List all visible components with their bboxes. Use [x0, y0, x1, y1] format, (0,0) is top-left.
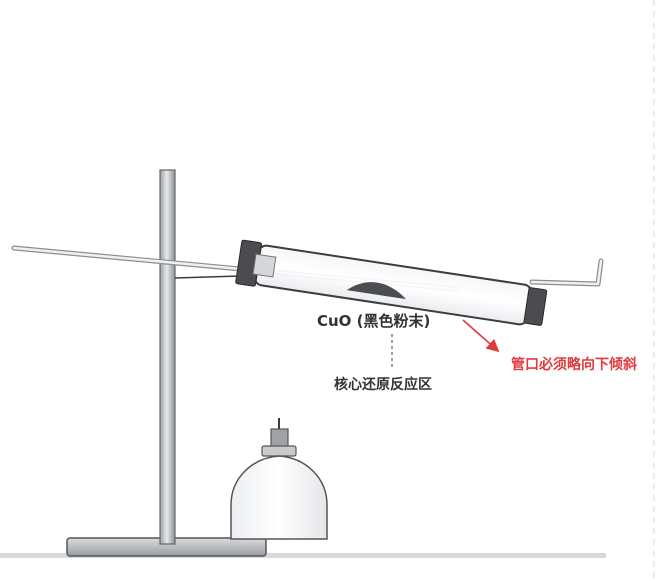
test-tube: [235, 239, 548, 326]
left-stopper-plug: [252, 253, 277, 278]
clamp-arm: [174, 275, 241, 279]
lamp-collar: [261, 445, 297, 457]
warning-arrow: [462, 319, 500, 353]
outlet-tube-outline: [529, 258, 604, 287]
substance-label: CuO (黑色粉末): [317, 312, 430, 330]
stand-rod: [159, 169, 176, 545]
table-surface: [0, 553, 606, 558]
warning-label: 管口必须略向下倾斜: [511, 356, 637, 373]
right-stopper: [523, 287, 548, 326]
lamp-body: [230, 455, 328, 540]
lamp-neck: [270, 428, 289, 448]
alcohol-lamp: [230, 418, 328, 540]
cuo-powder: [346, 282, 407, 300]
outlet-tube: [530, 259, 603, 286]
reaction-zone-label: 核心还原反应区: [334, 376, 432, 393]
